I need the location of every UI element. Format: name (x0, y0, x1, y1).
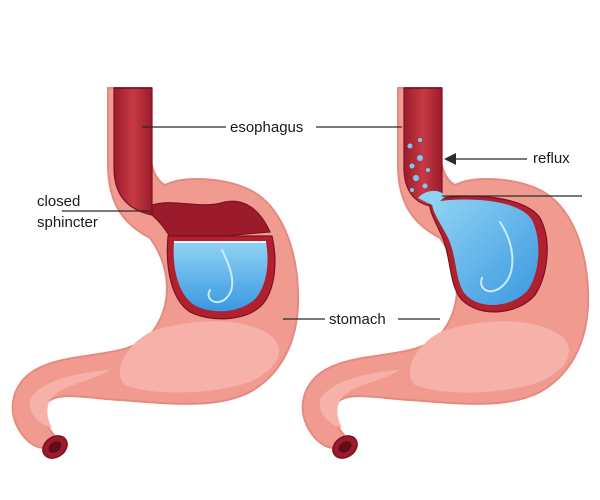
acid-pool-icon (432, 199, 539, 306)
label-reflux: reflux (533, 150, 570, 167)
label-closed: closed (37, 193, 81, 210)
acid-bubbles-icon (407, 138, 430, 192)
label-stomach: stomach (329, 311, 386, 328)
arrow-left-icon (444, 153, 456, 165)
leader-lines (62, 126, 582, 320)
normal-stomach (11, 87, 300, 464)
closed-sphincter-icon (151, 200, 271, 241)
label-esophagus: esophagus (230, 119, 304, 136)
acid-pool-icon (173, 242, 268, 312)
reflux-stomach (301, 87, 590, 464)
label-sphincter: sphincter (37, 214, 98, 231)
